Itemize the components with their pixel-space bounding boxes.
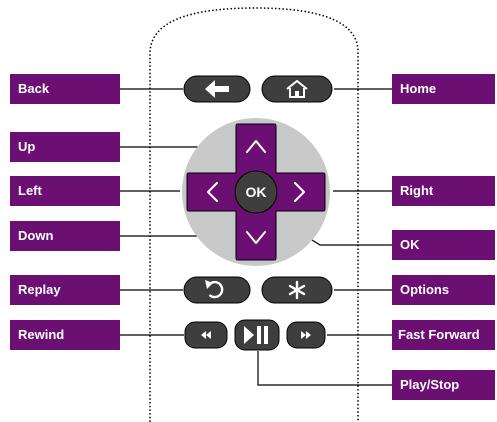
svg-text:Right: Right [400,183,434,198]
chevron-down-icon [246,231,266,244]
label-options: Options [392,275,495,305]
label-down: Down [10,221,120,251]
svg-text:Replay: Replay [18,282,61,297]
home-button [261,75,333,103]
replay-button [183,276,251,304]
svg-text:Options: Options [400,282,449,297]
svg-text:Left: Left [18,183,43,198]
asterisk-icon [288,280,306,300]
arrow-left-icon [205,80,229,98]
svg-text:Rewind: Rewind [18,327,64,342]
svg-text:OK: OK [400,237,420,252]
ok-button [234,170,278,214]
chevron-left-icon [207,182,218,202]
label-left: Left [10,176,120,206]
svg-text:Down: Down [18,228,53,243]
label-fast-forward: Fast Forward [392,320,495,350]
replay-icon [205,280,224,299]
dpad: OK [182,118,330,266]
svg-text:Home: Home [400,81,436,96]
fast-forward-button [286,321,326,349]
label-home: Home [392,74,495,104]
home-icon [286,79,308,98]
label-back: Back [10,74,120,104]
label-right: Right [392,176,495,206]
svg-text:Play/Stop: Play/Stop [400,377,459,392]
play-pause-button [234,319,280,351]
options-button [261,276,333,304]
remote-outline [149,7,359,422]
label-up: Up [10,132,120,162]
rewind-icon [201,331,211,339]
rewind-button [184,321,228,349]
label-ok: OK [392,230,495,260]
fast-forward-icon [301,331,311,339]
back-button [183,75,251,103]
chevron-right-icon [294,182,305,202]
leader-line-play-stop [257,351,392,386]
svg-text:Back: Back [18,81,50,96]
svg-text:Up: Up [18,139,35,154]
label-rewind: Rewind [10,320,120,350]
chevron-up-icon [246,140,266,153]
svg-text:Fast Forward: Fast Forward [398,327,480,342]
label-play-stop: Play/Stop [392,370,495,400]
label-replay: Replay [10,275,120,305]
ok-button-text: OK [246,184,267,200]
play-pause-icon [244,326,268,344]
